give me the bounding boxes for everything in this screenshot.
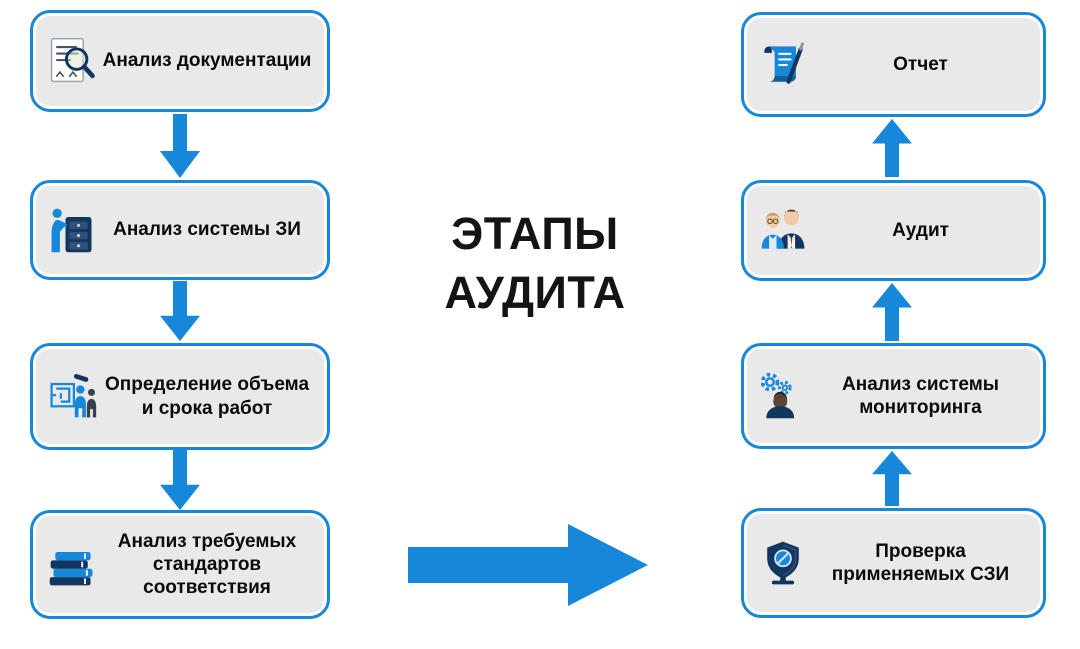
step-box-scope-definition: Определение объема и срока работ	[30, 343, 330, 450]
step-label: Проверка применяемых СЗИ	[831, 540, 1010, 585]
auditors-icon	[754, 205, 812, 257]
gears-person-icon	[754, 370, 812, 422]
step-label: Анализ документации	[102, 50, 312, 72]
step-label: Определение объема и срока работ	[104, 374, 310, 419]
step-label: Аудит	[892, 219, 949, 241]
report-scroll-icon	[754, 39, 812, 91]
big-right-arrow-icon	[408, 524, 648, 606]
diagram-title: ЭТАПЫ АУДИТА	[444, 208, 626, 319]
maze-people-icon	[43, 371, 101, 423]
step-label: Анализ системы мониторинга	[842, 373, 999, 418]
arrow-up-icon	[872, 451, 912, 506]
books-stack-icon	[43, 539, 101, 591]
step-box-szi-check: Проверка применяемых СЗИ	[741, 508, 1046, 618]
step-box-zi-system-analysis: Анализ системы ЗИ	[30, 180, 330, 280]
step-box-monitoring-analysis: Анализ системы мониторинга	[741, 343, 1046, 449]
arrow-up-icon	[872, 119, 912, 177]
step-box-audit: Аудит	[741, 180, 1046, 281]
arrow-up-icon	[872, 283, 912, 341]
server-rack-person-icon	[43, 204, 101, 256]
step-box-report: Отчет	[741, 12, 1046, 117]
step-box-document-analysis: Анализ документации	[30, 10, 330, 112]
step-box-standards-analysis: Анализ требуемых стандартов соответствия	[30, 510, 330, 619]
arrow-down-icon	[160, 281, 200, 341]
step-label: Отчет	[893, 53, 948, 75]
arrow-down-icon	[160, 450, 200, 510]
step-label: Анализ системы ЗИ	[113, 219, 301, 241]
shield-check-icon	[754, 537, 812, 589]
step-label: Анализ требуемых стандартов соответствия	[117, 530, 297, 599]
document-search-icon	[43, 35, 101, 87]
arrow-down-icon	[160, 114, 200, 178]
